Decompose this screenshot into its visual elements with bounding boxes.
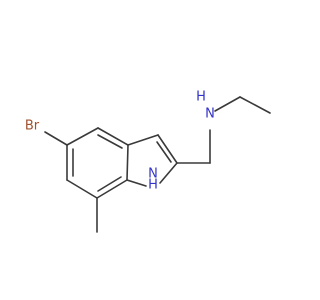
bond-c5-br bbox=[44, 131, 68, 146]
bond-ethyl-ch3 bbox=[239, 96, 271, 114]
bond-c2-n1 bbox=[159, 162, 178, 184]
bond-c3-c2-inner bbox=[156, 141, 172, 163]
bond-c3a-c4 bbox=[97, 127, 129, 146]
bond-n1-c7a bbox=[126, 179, 147, 187]
bond-c3a-c3 bbox=[127, 134, 159, 146]
bond-c7-c7a-inner bbox=[97, 176, 122, 192]
bond-n-ch2-ethyl bbox=[214, 96, 241, 112]
indole-h-label: H bbox=[148, 178, 158, 193]
amine-h-label: H bbox=[196, 90, 206, 105]
bond-c7a-c3a bbox=[126, 144, 129, 181]
bond-c7-c7a bbox=[96, 179, 128, 199]
amine-n-label: N bbox=[205, 107, 215, 122]
bond-c6-c7 bbox=[66, 179, 98, 199]
bond-c3-c2 bbox=[157, 134, 178, 164]
molecule-structure: Br H N N H bbox=[25, 90, 271, 233]
bond-c3a-c4-inner bbox=[97, 134, 123, 149]
bromine-label: Br bbox=[25, 119, 40, 134]
indole-n-label: N bbox=[148, 167, 158, 182]
bond-c4-c5 bbox=[66, 127, 99, 146]
